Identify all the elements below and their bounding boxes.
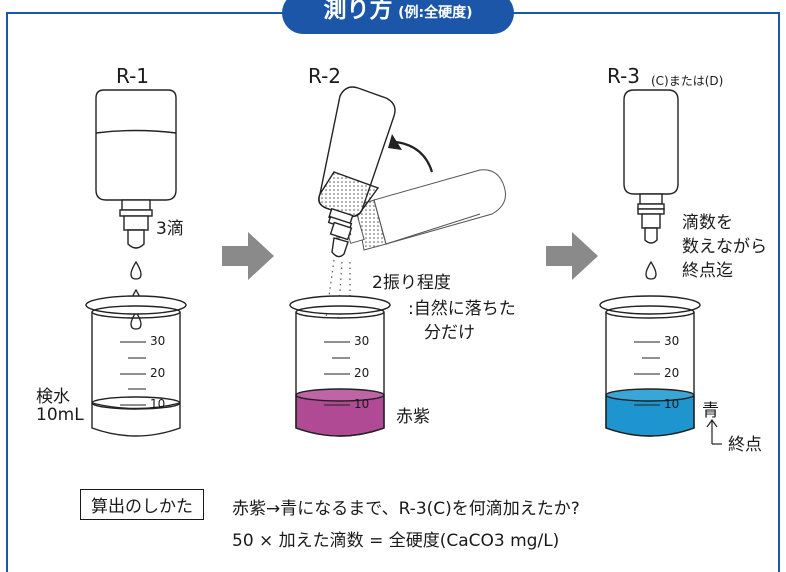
rotate-arrow-head: [388, 134, 402, 150]
r2-label: R-2: [308, 64, 342, 88]
title-main: 測り方: [323, 0, 393, 23]
endpoint-marker: [706, 418, 722, 445]
drops-3-label: 3滴: [156, 219, 184, 239]
r3-label-sub: (C)または(D): [651, 74, 724, 88]
title-sub: (例:全硬度): [398, 5, 473, 21]
count-label-1: 滴数を: [682, 213, 733, 233]
r3-bottle: [623, 89, 679, 244]
natural-label-2: 分だけ: [424, 323, 475, 343]
beaker-1: [85, 295, 187, 437]
b1-tick-30: 30: [150, 334, 166, 348]
beaker-3: [599, 295, 701, 437]
r3-label: R-3: [607, 64, 641, 88]
reddish-purple-label: 赤紫: [396, 407, 430, 427]
blue-label: 青: [702, 401, 719, 421]
beaker-graduations: [120, 341, 660, 406]
powder-fall: [325, 259, 351, 321]
calculation-method-box: 算出のしかた: [80, 489, 204, 520]
shake-label: 2振り程度: [372, 273, 451, 293]
formula-line-2: 50 × 加えた滴数 = 全硬度(CaCO3 mg/L): [232, 531, 560, 551]
sample-label-2: 10mL: [36, 405, 84, 425]
natural-label-1: :自然に落ちた: [408, 299, 516, 319]
r3-drop: [645, 260, 657, 280]
sample-label-1: 検水: [36, 387, 70, 407]
b2-tick-20: 20: [354, 366, 370, 380]
b2-tick-10: 10: [354, 397, 370, 411]
b1-tick-10: 10: [150, 397, 166, 411]
b3-tick-10: 10: [664, 397, 680, 411]
b3-tick-20: 20: [664, 366, 680, 380]
b1-tick-20: 20: [150, 366, 166, 380]
rotate-arrow: [395, 140, 434, 173]
r2-bottle: [318, 86, 396, 258]
beaker-2: [289, 295, 391, 437]
formula-line-1: 赤紫→青になるまで、R-3(C)を何滴加えたか?: [232, 499, 580, 519]
title-pill: 測り方 (例:全硬度): [282, 0, 514, 34]
count-label-3: 終点迄: [682, 261, 733, 281]
r1-label: R-1: [116, 64, 150, 88]
arrow-right-2: [546, 232, 598, 280]
b2-tick-30: 30: [354, 334, 370, 348]
r1-bottle: [95, 89, 177, 249]
b3-tick-30: 30: [664, 334, 680, 348]
count-label-2: 数えながら: [682, 237, 767, 257]
endpoint-label: 終点: [728, 435, 762, 455]
arrow-right-1: [222, 232, 274, 280]
